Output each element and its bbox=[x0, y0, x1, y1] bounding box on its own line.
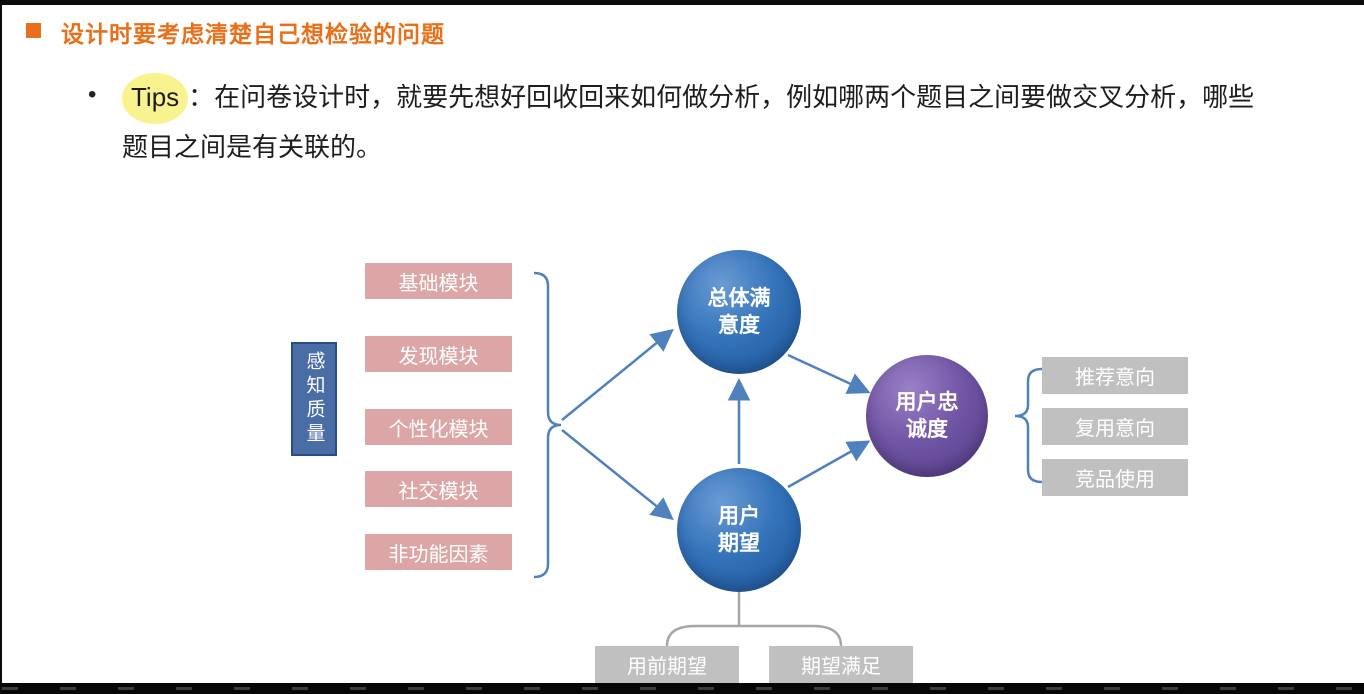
title-row: 设计时要考虑清楚自己想检验的问题 bbox=[26, 15, 445, 49]
node-text-line: 总体满 bbox=[707, 287, 771, 310]
tip-row: • Tips：在问卷设计时，就要先想好回收回来如何做分析，例如哪两个题目之间要做… bbox=[88, 73, 1328, 171]
expectation-input-prior: 用前期望 bbox=[595, 646, 739, 683]
list-bullet-icon: • bbox=[88, 81, 97, 108]
loyalty-output-competitor: 竞品使用 bbox=[1042, 459, 1188, 496]
node-text-line: 用户 bbox=[718, 505, 760, 528]
node-text-line: 用户忠 bbox=[895, 391, 959, 414]
perceived-quality-box: 感知质量 bbox=[291, 342, 337, 456]
node-text-line: 期望 bbox=[718, 532, 760, 555]
bottom-bracket bbox=[665, 624, 843, 647]
node-text-line: 意度 bbox=[718, 314, 760, 337]
node-user-expectation: 用户 期望 bbox=[677, 468, 801, 592]
loyalty-output-reuse: 复用意向 bbox=[1042, 408, 1188, 445]
tips-highlight-label: Tips bbox=[122, 73, 189, 124]
tip-body-text: ：在问卷设计时，就要先想好回收回来如何做分析，例如哪两个题目之间要做交叉分析，哪… bbox=[122, 82, 1255, 162]
node-overall-satisfaction: 总体满 意度 bbox=[677, 250, 801, 374]
module-box-discovery: 发现模块 bbox=[365, 336, 512, 372]
expectation-input-fulfill: 期望满足 bbox=[769, 646, 913, 683]
arrow-satisfaction-to-loyalty bbox=[787, 353, 871, 394]
arrow-quality-to-expectation bbox=[561, 429, 674, 521]
video-progress-strip bbox=[2, 683, 1364, 694]
tip-paragraph: Tips：在问卷设计时，就要先想好回收回来如何做分析，例如哪两个题目之间要做交叉… bbox=[122, 73, 1262, 171]
node-text-line: 诚度 bbox=[906, 418, 948, 441]
module-box-social: 社交模块 bbox=[365, 471, 512, 507]
module-box-nonfunctional: 非功能因素 bbox=[365, 534, 512, 570]
loyalty-output-recommend: 推荐意向 bbox=[1042, 357, 1188, 394]
module-box-personalization: 个性化模块 bbox=[365, 409, 512, 445]
arrow-quality-to-satisfaction bbox=[561, 328, 674, 421]
module-box-basic: 基础模块 bbox=[365, 263, 512, 299]
left-bracket bbox=[533, 271, 562, 579]
right-bracket bbox=[1014, 367, 1043, 484]
page-title: 设计时要考虑清楚自己想检验的问题 bbox=[61, 21, 445, 47]
arrow-expectation-to-loyalty bbox=[787, 440, 871, 489]
node-user-loyalty: 用户忠 诚度 bbox=[866, 355, 988, 477]
title-bullet-icon bbox=[26, 23, 41, 38]
